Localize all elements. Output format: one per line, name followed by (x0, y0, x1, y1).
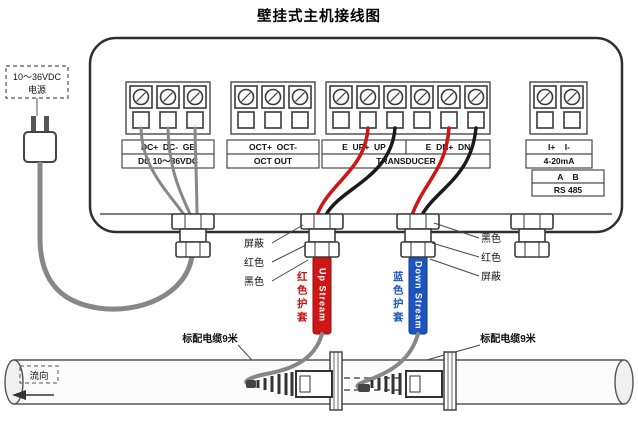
enclosure-outline (88, 36, 624, 234)
blue-sheath-label: 蓝色护套 (391, 271, 404, 325)
upstream-connector-ribs (256, 372, 294, 396)
red-sheath-label: 红色护套 (295, 271, 308, 325)
power-label-box (5, 65, 69, 99)
label-dn-terminals: E DN+ DN (426, 142, 471, 152)
up-stream-label: Up Stream (317, 267, 328, 322)
up-red-wire (315, 126, 370, 217)
dn-red-wire (410, 126, 451, 217)
right-cable-length-label: 标配电缆9米 (479, 332, 537, 345)
up-black-wire (324, 126, 397, 217)
label-oct-out: OCT OUT (254, 156, 293, 166)
label-oct-terminals: OCT+ OCT- (249, 142, 297, 152)
left-red-label: 红色 (244, 256, 264, 269)
dc-wires (139, 126, 199, 218)
dn-black-wire (420, 126, 478, 217)
diagram-title: 壁挂式主机接线图 (257, 9, 381, 25)
label-dc-range: DC 10～36VDC (138, 156, 198, 166)
downstream-transducer-cable (355, 332, 420, 390)
power-cord-wire (37, 161, 195, 312)
flow-direction-arrow-icon (12, 390, 54, 400)
label-current-terminals: I+ I- (548, 142, 570, 152)
terminal-label-strips (121, 139, 605, 197)
power-word-label: 电源 (28, 84, 46, 95)
power-voltage-label: 10～36VDC (13, 72, 62, 82)
right-annotation-leaders (429, 222, 480, 277)
downstream-connector-ribs (370, 373, 402, 395)
label-rs485: RS 485 (554, 185, 583, 195)
right-red-label: 红色 (481, 251, 501, 264)
label-transducer: TRANSDUCER (376, 156, 436, 166)
downstream-transducer (358, 351, 457, 411)
terminal-block-dc (129, 85, 207, 129)
power-plug-icon (23, 116, 57, 163)
upstream-transducer (246, 351, 343, 411)
left-shield-label: 屏蔽 (244, 238, 264, 250)
left-black-label: 黑色 (244, 275, 264, 288)
right-shield-label: 屏蔽 (481, 271, 501, 283)
right-black-label: 黑色 (481, 232, 501, 245)
terminal-block-oct (234, 85, 312, 129)
label-current-range: 4-20mA (544, 156, 575, 166)
cable-gland-upstream (300, 213, 344, 258)
label-rs485-ab: A B (557, 172, 578, 182)
down-stream-label: Down Stream (413, 260, 424, 330)
flow-direction-label: 流向 (29, 370, 48, 382)
cable-gland-downstream (396, 213, 440, 258)
left-annotation-leaders (271, 224, 309, 282)
flow-label-box (19, 365, 59, 384)
cable-gland-spare (510, 213, 554, 258)
left-cable-length-label: 标配电缆9米 (181, 332, 239, 345)
cable-gland-power (171, 213, 215, 258)
